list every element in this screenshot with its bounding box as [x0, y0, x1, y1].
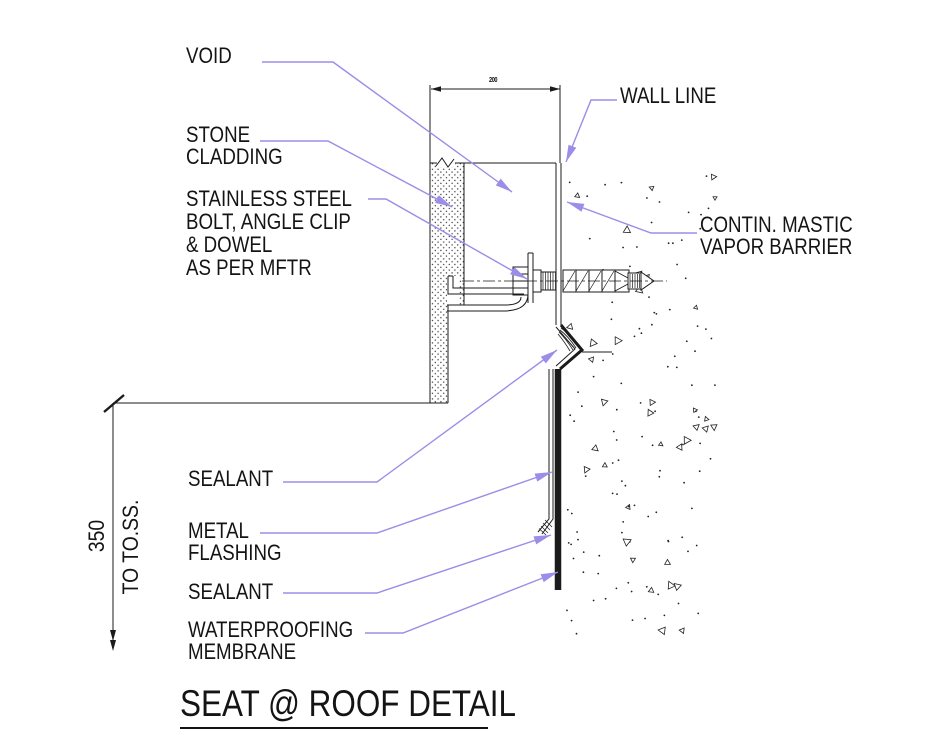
- dimension-200-text: 200: [489, 77, 498, 84]
- title-underline: [180, 727, 488, 729]
- section-linework: [103, 85, 667, 651]
- label-sealant-lower: SEALANT: [188, 579, 274, 604]
- label-sealant-upper: SEALANT: [188, 466, 274, 491]
- concrete-stipple: [565, 173, 718, 636]
- leader-void-arrowhead: [495, 178, 512, 192]
- label-stone-cladding: STONE CLADDING: [186, 122, 283, 169]
- leader-metal-flashing-arrowhead: [534, 472, 552, 482]
- leader-metal-flashing: [260, 471, 553, 534]
- leader-wall-line: [565, 99, 617, 163]
- dimension-200: [429, 85, 561, 163]
- leader-stone-cladding-arrowhead: [435, 195, 452, 207]
- leader-vapor-barrier-arrowhead: [567, 202, 585, 212]
- leader-sealant-lower: [283, 534, 552, 594]
- break-symbol: [435, 157, 455, 168]
- leader-stainless: [368, 198, 528, 280]
- label-void: VOID: [186, 43, 232, 68]
- leader-membrane-arrowhead: [540, 572, 558, 583]
- leader-sealant-upper-arrowhead: [540, 350, 557, 364]
- metal-flashing-profile: [537, 369, 554, 536]
- drawing-title: SEAT @ ROOF DETAIL: [180, 683, 517, 724]
- label-vapor-barrier: CONTIN. MASTIC VAPOR BARRIER: [700, 212, 853, 259]
- leader-membrane: [365, 571, 559, 634]
- stone-cladding-hatch: [430, 163, 464, 403]
- anchor-dowel: [462, 269, 667, 293]
- dimension-350: [103, 394, 125, 651]
- leader-vapor-barrier: [566, 201, 697, 234]
- leader-stone-cladding: [260, 140, 453, 208]
- reglet-sealant: [555, 324, 612, 371]
- leader-wall-line-arrowhead: [566, 144, 577, 162]
- leader-void: [262, 61, 513, 193]
- leader-sealant-lower-arrowhead: [533, 535, 551, 545]
- label-waterproofing-membrane: WATERPROOFING MEMBRANE: [188, 617, 354, 664]
- label-metal-flashing: METAL FLASHING: [188, 518, 282, 565]
- leader-lines: [260, 61, 697, 634]
- label-wall-line: WALL LINE: [620, 83, 717, 108]
- dimension-note-text: TO TO.SS.: [118, 499, 143, 595]
- dimension-350-text: 350: [84, 519, 109, 553]
- leader-sealant-upper: [283, 349, 558, 483]
- label-stainless-steel: STAINLESS STEEL BOLT, ANGLE CLIP & DOWEL…: [186, 186, 352, 280]
- wall-line: [555, 163, 562, 325]
- leader-stainless-arrowhead: [510, 267, 527, 279]
